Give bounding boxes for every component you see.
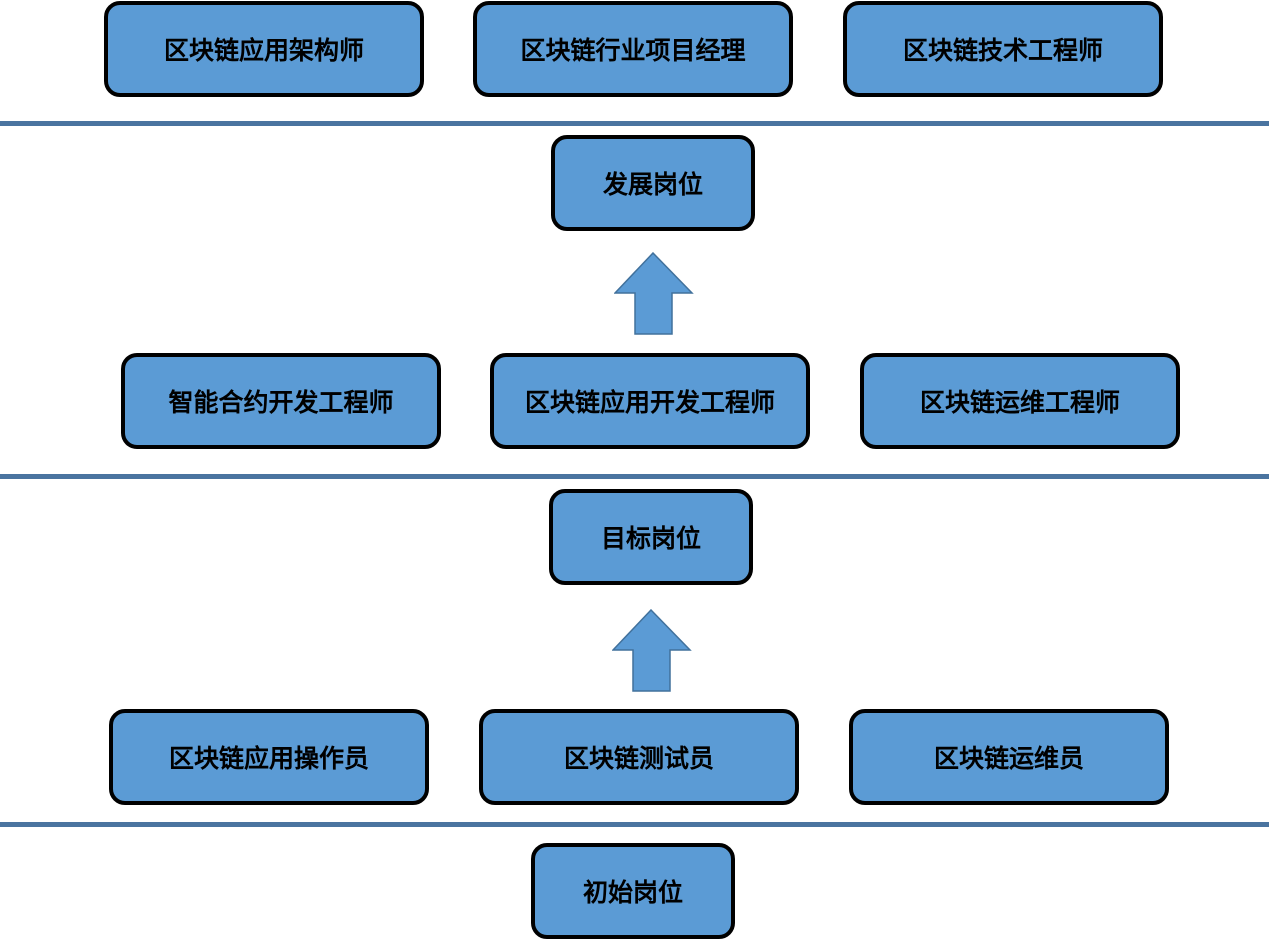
role-blockchain-tester: 区块链测试员 bbox=[479, 709, 799, 805]
role-smart-contract-developer: 智能合约开发工程师 bbox=[121, 353, 441, 449]
role-blockchain-industry-project-manager: 区块链行业项目经理 bbox=[473, 1, 793, 97]
target-positions-label: 目标岗位 bbox=[549, 489, 753, 585]
up-arrow-icon bbox=[614, 252, 694, 335]
initial-positions-label: 初始岗位 bbox=[531, 843, 735, 939]
divider-bottom bbox=[0, 822, 1269, 827]
role-blockchain-operator: 区块链运维员 bbox=[849, 709, 1169, 805]
role-blockchain-application-developer: 区块链应用开发工程师 bbox=[490, 353, 810, 449]
divider-middle bbox=[0, 474, 1269, 479]
up-arrow-icon bbox=[612, 609, 692, 692]
role-blockchain-technical-engineer: 区块链技术工程师 bbox=[843, 1, 1163, 97]
role-blockchain-application-operator: 区块链应用操作员 bbox=[109, 709, 429, 805]
role-blockchain-ops-engineer: 区块链运维工程师 bbox=[860, 353, 1180, 449]
development-positions-label: 发展岗位 bbox=[551, 135, 755, 231]
divider-top bbox=[0, 121, 1269, 126]
role-blockchain-application-architect: 区块链应用架构师 bbox=[104, 1, 424, 97]
